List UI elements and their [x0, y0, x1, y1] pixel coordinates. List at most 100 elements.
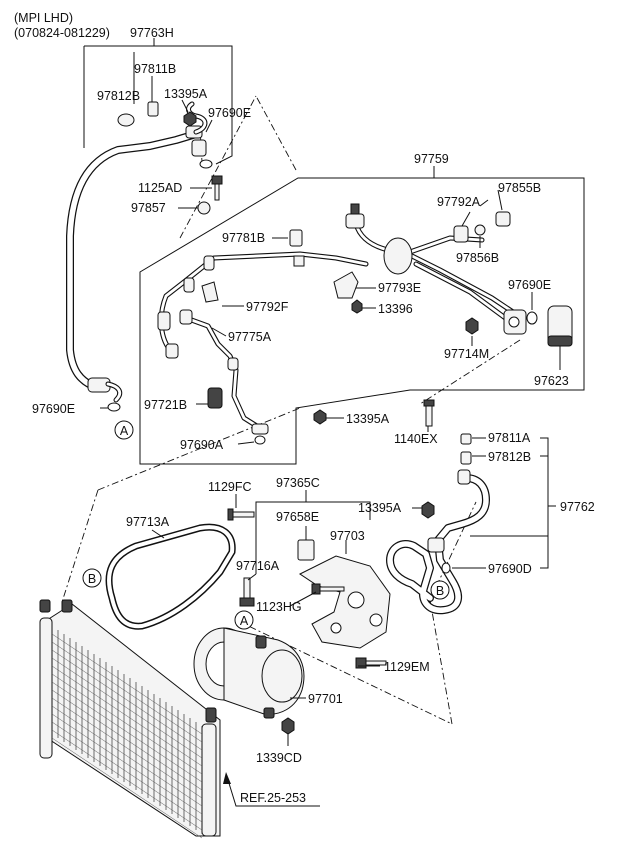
o-ring-97690e-top [199, 159, 213, 169]
cap-97811a [460, 433, 472, 445]
label-1140ex: 1140EX [394, 432, 438, 446]
bracket-97703 [299, 555, 391, 649]
condenser-tube [51, 665, 203, 767]
condenser-tube [51, 649, 203, 751]
bolt-97716a [239, 577, 255, 607]
clip-97792a [453, 225, 469, 243]
label-97811b-top: 97811B [134, 62, 176, 76]
cap-97855b [495, 211, 511, 227]
clip-97792f [201, 281, 219, 303]
label-97793e: 97793E [378, 281, 421, 295]
valve-97812b-right [460, 451, 472, 465]
model-caption: (MPI LHD) [14, 11, 73, 25]
o-ring-97690a [254, 435, 266, 445]
label-97690e-top: 97690E [208, 106, 251, 120]
label-97856b: 97856B [456, 251, 499, 265]
production-range-caption: (070824-081229) [14, 26, 110, 40]
condenser-tube [51, 697, 203, 799]
spacer-97658e [297, 539, 315, 561]
o-ring-97811b-top [147, 101, 159, 117]
condenser-tube [51, 673, 203, 775]
label-97713a: 97713A [126, 515, 170, 529]
condenser-tube [51, 705, 203, 807]
label-97762: 97762 [560, 500, 595, 514]
nut-13395a-top [183, 111, 197, 127]
condenser [39, 599, 221, 839]
condenser-tube [51, 641, 203, 743]
dashed-guide [97, 407, 301, 491]
svg-text:B: B [436, 584, 444, 598]
label-13396: 13396 [378, 302, 413, 316]
label-97759: 97759 [414, 152, 449, 166]
label-97623: 97623 [534, 374, 569, 388]
label-13395a-mid: 13395A [346, 412, 390, 426]
sensor-97721b [207, 387, 223, 409]
condenser-tube [51, 713, 203, 815]
bolt-1129fc [227, 508, 255, 521]
bolt-1140ex [423, 399, 435, 427]
condenser-tube [51, 657, 203, 759]
label-1129em: 1129EM [384, 660, 430, 674]
o-ring-97812b-top [117, 113, 135, 127]
label-97781b: 97781B [222, 231, 265, 245]
o-ring-97690e-left [107, 402, 121, 412]
marker-b-right: B [430, 580, 450, 600]
drive-belt-97713a [105, 523, 236, 630]
label-97855b: 97855B [498, 181, 541, 195]
label-97701: 97701 [308, 692, 343, 706]
label-97690e-left: 97690E [32, 402, 75, 416]
label-97703: 97703 [330, 529, 365, 543]
svg-text:B: B [88, 572, 96, 586]
dashed-guide [179, 95, 257, 239]
condenser-tube [51, 721, 203, 823]
label-97812b-right: 97812B [488, 450, 531, 464]
bolt-1129em [355, 657, 387, 669]
dashed-guide [255, 95, 297, 171]
frame-97759-group [139, 177, 585, 465]
label-1339cd: 1339CD [256, 751, 302, 765]
label-13395a-top: 13395A [164, 87, 208, 101]
hose-97762 [386, 469, 490, 615]
discharge-pipe-97759 [157, 203, 527, 359]
suction-hose-97763h [66, 101, 208, 403]
label-97690e-right: 97690E [508, 278, 551, 292]
label-97365c: 97365C [276, 476, 320, 490]
dashed-guide [429, 599, 453, 725]
label-97857: 97857 [131, 201, 166, 215]
svg-text:A: A [120, 424, 129, 438]
label-1129fc: 1129FC [208, 480, 252, 494]
dashed-guide [419, 339, 521, 405]
nut-13395a-mid [313, 409, 327, 425]
label-97763h: 97763H [130, 26, 174, 40]
label-97690a: 97690A [180, 438, 224, 452]
label-13395a-low: 13395A [358, 501, 402, 515]
label-97690d: 97690D [488, 562, 532, 576]
label-1125ad: 1125AD [138, 181, 182, 195]
label-97658e: 97658E [276, 510, 319, 524]
label-97792f: 97792F [246, 300, 289, 314]
bracket-97793e [333, 271, 359, 299]
nut-1339cd [281, 717, 295, 735]
condenser-tube [51, 633, 203, 735]
o-ring-97856b [474, 224, 486, 236]
condenser-tube [51, 729, 203, 831]
receiver-97623 [547, 305, 573, 347]
nut-97714m [465, 317, 479, 335]
compressor-97701 [193, 627, 305, 719]
dashed-guide [61, 489, 99, 603]
marker-a-top: A [114, 420, 134, 440]
condenser-tube [51, 681, 203, 783]
o-ring-97690d [441, 562, 451, 574]
clip-97857 [197, 201, 211, 215]
label-97812b-top: 97812B [97, 89, 140, 103]
marker-b-left: B [82, 568, 102, 588]
o-ring-97690e-right [526, 311, 538, 325]
bolt-1123hg [311, 583, 345, 595]
marker-a-low: A [234, 610, 254, 630]
liquid-tube-97775a [179, 309, 269, 435]
nut-13395a-low [421, 501, 435, 519]
label-ref-25-253: REF.25-253 [240, 791, 306, 805]
bolt-1125ad [211, 175, 223, 201]
svg-text:A: A [240, 614, 249, 628]
